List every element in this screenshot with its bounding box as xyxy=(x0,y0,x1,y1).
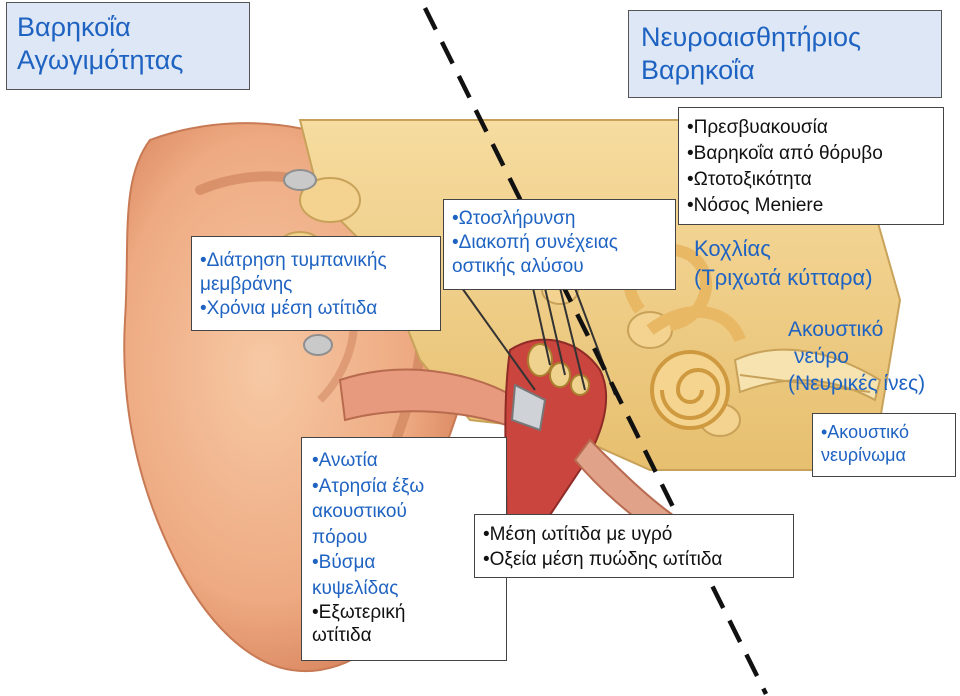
label-cochlea-line: (Τριχωτά κύτταρα) xyxy=(694,265,873,290)
label-cochlea-line: Κοχλίας xyxy=(694,236,771,261)
list-item: •Χρόνια μέση ωτίτιδα xyxy=(200,298,378,319)
label-auditory-nerve: Ακουστικό νεύρο (Νευρικές ίνες) xyxy=(788,316,925,397)
list-item: •Ωτοσλήρυνση xyxy=(452,208,576,229)
list-item: ακουστικού xyxy=(312,501,407,522)
label-nerve-line: Ακουστικό xyxy=(788,318,884,341)
box-middle-ear-causes: •Μέση ωτίτιδα με υγρό •Οξεία μέση πυώδης… xyxy=(474,514,794,578)
title-sensorineural-text: Νευροαισθητήριος Βαρηκοΐα xyxy=(641,22,862,85)
list-item: πόρου xyxy=(312,526,368,548)
list-item: •Οξεία μέση πυώδης ωτίτιδα xyxy=(483,549,723,570)
title-conductive-text: Βαρηκοΐα Αγωγιμότητας xyxy=(17,12,184,75)
title-conductive-hearing-loss: Βαρηκοΐα Αγωγιμότητας xyxy=(6,2,250,90)
box-sensorineural-causes: •Πρεσβυακουσία •Βαρηκοΐα από θόρυβο •Ωτο… xyxy=(678,107,944,225)
list-item: •Νόσος Meniere xyxy=(687,195,824,216)
label-nerve-line: (Νευρικές ίνες) xyxy=(788,372,926,395)
list-item: •Ωτοτοξικότητα xyxy=(687,169,812,190)
box-tympanic-causes: •Διάτρηση τυμπανικής μεμβράνης •Χρόνια μ… xyxy=(191,236,441,331)
list-item: κυψελίδας xyxy=(312,577,399,599)
list-item: νευρίνωμα xyxy=(821,445,906,465)
list-item: •Ατρησία έξω xyxy=(312,475,425,497)
box-acoustic-neuroma: •Ακουστικό νευρίνωμα xyxy=(812,413,956,477)
list-item: •Ανωτία xyxy=(312,450,378,471)
list-item: •Διακοπή συνέχειας xyxy=(452,232,618,253)
list-item: οστικής αλύσου xyxy=(452,256,584,277)
label-nerve-line: νεύρο xyxy=(794,345,849,368)
list-item: •Βύσμα xyxy=(312,552,376,573)
title-sensorineural-hearing-loss: Νευροαισθητήριος Βαρηκοΐα xyxy=(628,10,942,98)
list-item: •Μέση ωτίτιδα με υγρό xyxy=(483,524,673,545)
list-item: ωτίτιδα xyxy=(312,625,372,646)
list-item: •Πρεσβυακουσία xyxy=(687,117,828,138)
list-item: •Ακουστικό xyxy=(821,422,909,442)
list-item: μεμβράνης xyxy=(200,274,293,295)
label-cochlea: Κοχλίας (Τριχωτά κύτταρα) xyxy=(694,234,873,292)
box-outer-ear-causes: •Ανωτία •Ατρησία έξω ακουστικού πόρου •Β… xyxy=(301,437,507,661)
box-ossicular-causes: •Ωτοσλήρυνση •Διακοπή συνέχειας οστικής … xyxy=(443,199,676,290)
list-item: •Διάτρηση τυμπανικής xyxy=(200,250,387,271)
list-item: •Εξωτερική xyxy=(312,602,406,623)
divider-dashed-line xyxy=(422,6,769,696)
list-item: •Βαρηκοΐα από θόρυβο xyxy=(687,143,883,164)
